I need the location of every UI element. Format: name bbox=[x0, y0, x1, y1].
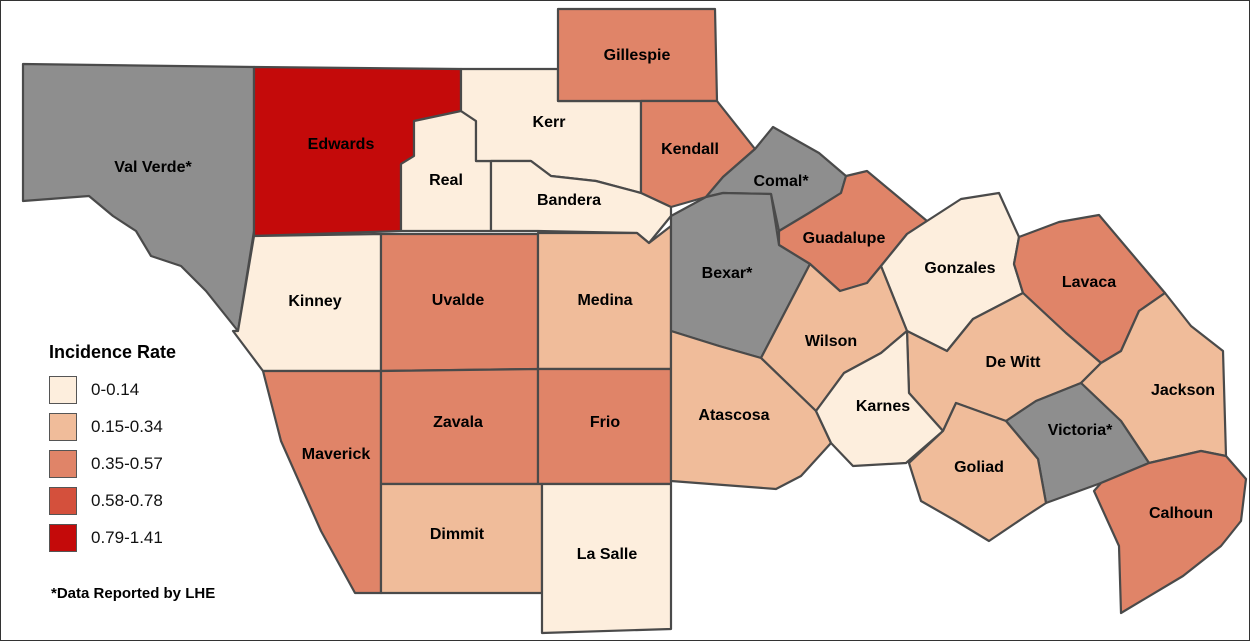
legend-item-0: 0-0.14 bbox=[49, 371, 176, 408]
county-goliad bbox=[907, 401, 1048, 543]
data-source-note: *Data Reported by LHE bbox=[51, 585, 216, 602]
county-label-comal: Comal* bbox=[753, 173, 809, 190]
county-label-calhoun: Calhoun bbox=[1149, 505, 1213, 522]
legend-item-1: 0.15-0.34 bbox=[49, 408, 176, 445]
county-label-edwards: Edwards bbox=[308, 136, 375, 153]
legend-item-3: 0.58-0.78 bbox=[49, 482, 176, 519]
county-label-bandera: Bandera bbox=[537, 192, 601, 209]
county-label-zavala: Zavala bbox=[433, 414, 483, 431]
county-label-val-verde: Val Verde* bbox=[114, 159, 192, 176]
county-label-medina: Medina bbox=[577, 292, 632, 309]
county-label-guadalupe: Guadalupe bbox=[803, 230, 886, 247]
county-label-wilson: Wilson bbox=[805, 333, 857, 350]
legend-item-4: 0.79-1.41 bbox=[49, 519, 176, 556]
legend-label-4: 0.79-1.41 bbox=[91, 527, 163, 547]
county-label-real: Real bbox=[429, 172, 463, 189]
legend-title: Incidence Rate bbox=[49, 342, 177, 362]
county-label-lavaca: Lavaca bbox=[1062, 274, 1116, 291]
county-label-victoria: Victoria* bbox=[1048, 422, 1113, 439]
legend-label-2: 0.35-0.57 bbox=[91, 453, 163, 473]
county-label-la-salle: La Salle bbox=[577, 546, 638, 563]
county-bandera bbox=[489, 159, 673, 245]
legend-swatch-3 bbox=[49, 486, 77, 515]
county-label-kerr: Kerr bbox=[533, 114, 566, 131]
county-label-gonzales: Gonzales bbox=[924, 260, 995, 277]
legend-swatch-4 bbox=[49, 523, 77, 552]
county-label-karnes: Karnes bbox=[856, 398, 910, 415]
county-label-bexar: Bexar* bbox=[702, 265, 753, 282]
legend-swatch-1 bbox=[49, 412, 77, 441]
county-label-gillespie: Gillespie bbox=[604, 47, 671, 64]
county-maverick bbox=[261, 369, 383, 595]
legend-label-0: 0-0.14 bbox=[91, 379, 140, 399]
legend-label-3: 0.58-0.78 bbox=[91, 490, 163, 510]
county-la-salle bbox=[540, 482, 673, 635]
county-label-kinney: Kinney bbox=[288, 293, 341, 310]
county-label-kendall: Kendall bbox=[661, 141, 719, 158]
county-calhoun bbox=[1092, 449, 1248, 615]
county-label-frio: Frio bbox=[590, 414, 620, 431]
county-label-dimmit: Dimmit bbox=[430, 526, 485, 543]
legend-swatch-2 bbox=[49, 449, 77, 478]
county-label-atascosa: Atascosa bbox=[698, 407, 769, 424]
county-label-de-witt: De Witt bbox=[986, 354, 1042, 371]
county-label-uvalde: Uvalde bbox=[432, 292, 485, 309]
county-label-maverick: Maverick bbox=[302, 446, 371, 463]
county-karnes bbox=[814, 329, 945, 468]
legend-swatch-0 bbox=[49, 375, 77, 404]
counties-layer bbox=[21, 7, 1248, 635]
county-label-jackson: Jackson bbox=[1151, 382, 1215, 399]
legend-label-1: 0.15-0.34 bbox=[91, 416, 163, 436]
legend-item-2: 0.35-0.57 bbox=[49, 445, 176, 482]
county-val-verde bbox=[21, 62, 256, 333]
legend: Incidence Rate 0-0.14 0.15-0.34 0.35-0.5… bbox=[49, 342, 176, 556]
county-label-goliad: Goliad bbox=[954, 459, 1004, 476]
